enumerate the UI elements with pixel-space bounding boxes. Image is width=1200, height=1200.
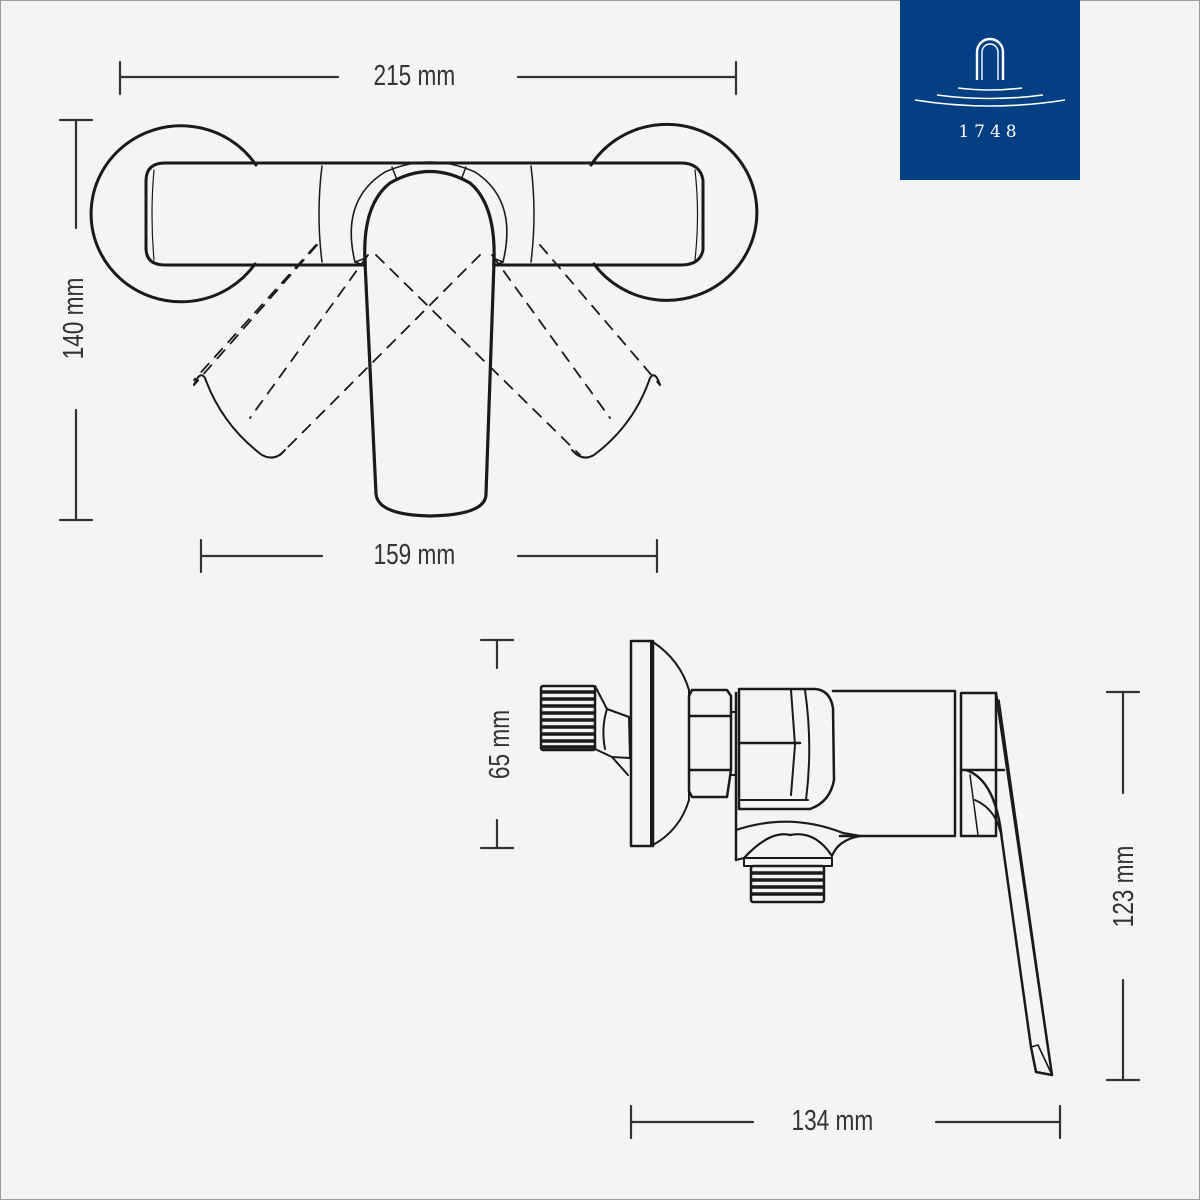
front-view-drawing xyxy=(89,122,759,518)
dimension-lever-height: 123 mm xyxy=(1107,845,1140,928)
dimension-handle-swing-width: 159 mm xyxy=(373,539,456,571)
dimension-union-height: 65 mm xyxy=(483,709,516,780)
dimension-overall-height: 140 mm xyxy=(57,277,90,360)
side-view-drawing xyxy=(539,639,1054,1077)
fountain-arch-icon xyxy=(914,37,1066,107)
brand-year: 1748 xyxy=(958,122,1022,142)
brand-logo: 1748 xyxy=(900,0,1080,180)
dimension-projection-depth: 134 mm xyxy=(791,1105,874,1137)
dimension-overall-width: 215 mm xyxy=(373,60,456,92)
